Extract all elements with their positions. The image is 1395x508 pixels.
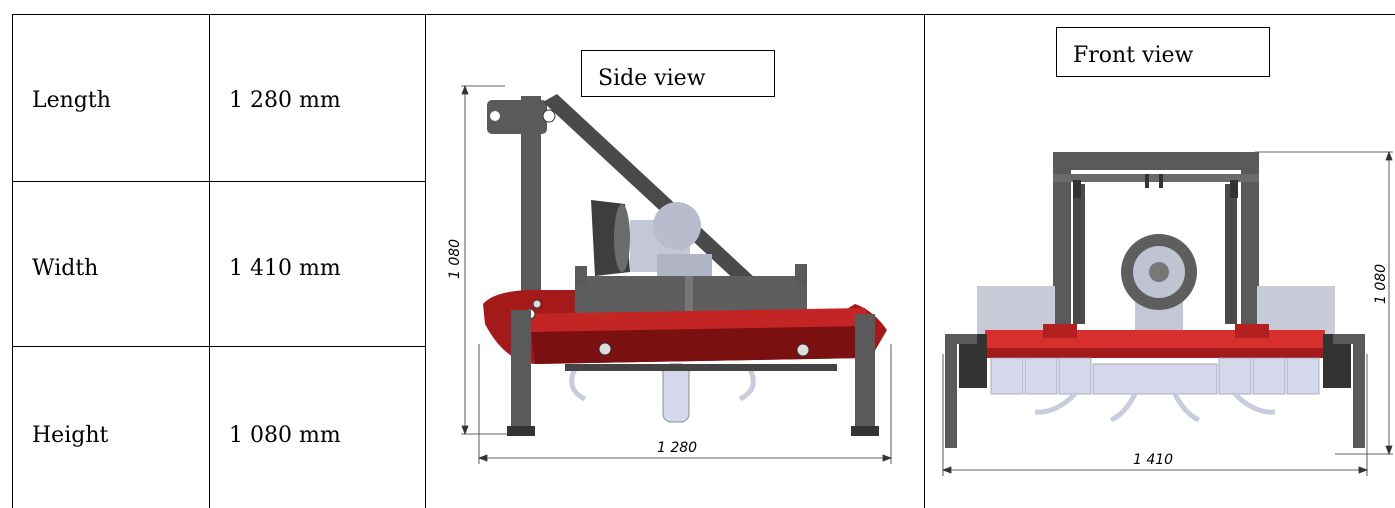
spec-label-length: Length — [32, 88, 111, 113]
front-tiller-illustration — [945, 152, 1365, 448]
table-border-top — [12, 14, 1395, 15]
side-dim-length — [477, 344, 893, 464]
front-dim-height-label: 1 080 — [1373, 264, 1389, 304]
front-view-label-box: Front view — [1056, 27, 1270, 77]
table-divider-row1 — [12, 181, 425, 182]
spec-value-length: 1 280 mm — [229, 88, 341, 113]
spec-label-height: Height — [32, 423, 109, 448]
side-dim-height — [461, 84, 515, 436]
table-divider-col1 — [209, 14, 210, 508]
front-dim-width-label: 1 410 — [1133, 452, 1173, 468]
spec-value-height: 1 080 mm — [229, 423, 341, 448]
table-border-left — [12, 14, 13, 508]
front-dim-height — [1255, 150, 1393, 456]
spec-value-width: 1 410 mm — [229, 256, 341, 281]
front-view-drawing: 1 080 1 410 — [941, 150, 1393, 476]
table-divider-col3 — [924, 14, 925, 508]
table-divider-row2 — [12, 346, 425, 347]
spec-label-width: Width — [32, 256, 99, 281]
side-view-drawing: 1 080 1 280 — [447, 84, 893, 464]
side-dim-length-label: 1 280 — [657, 440, 697, 456]
side-view-label-box: Side view — [581, 50, 775, 97]
side-tiller-illustration — [483, 94, 887, 436]
front-view-title: Front view — [1073, 43, 1194, 68]
front-dim-width — [941, 354, 1369, 476]
side-dim-height-label: 1 080 — [447, 239, 463, 279]
table-divider-col2 — [425, 14, 426, 508]
side-view-title: Side view — [598, 66, 706, 91]
